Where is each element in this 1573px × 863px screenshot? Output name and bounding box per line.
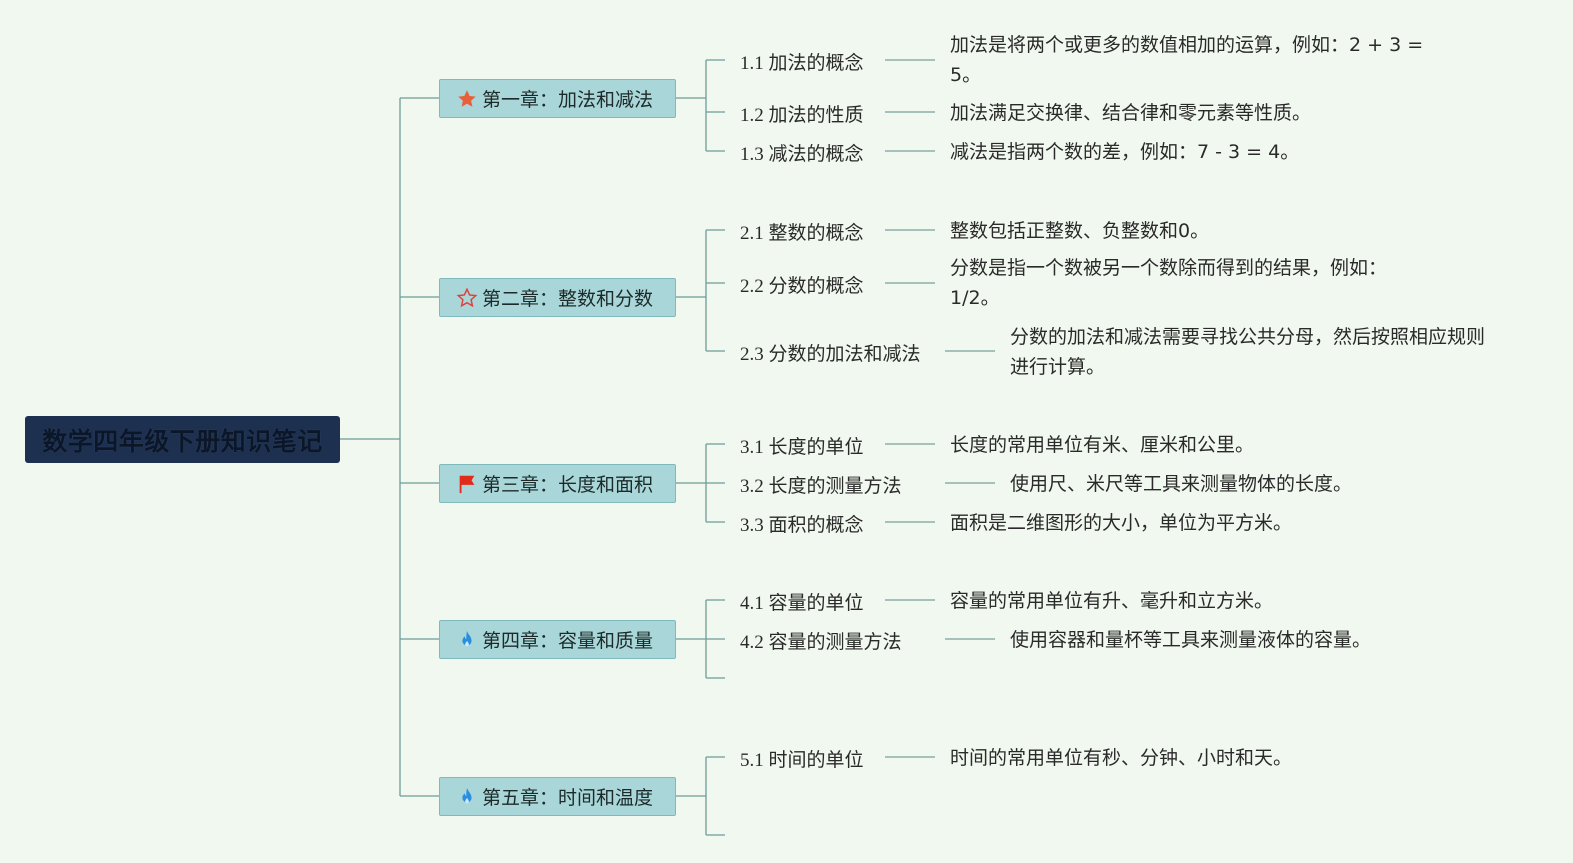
section-1-2[interactable]: 1.2 加法的性质	[740, 105, 864, 126]
chapter-title: 第三章：长度和面积	[482, 474, 654, 496]
section-description: 加法满足交换律、结合律和零元素等性质。	[950, 102, 1312, 124]
chapter-title: 第四章：容量和质量	[482, 630, 654, 652]
chapter-5[interactable]: 第五章：时间和温度	[439, 777, 676, 816]
root-title: 数学四年级下册知识笔记	[42, 426, 323, 456]
section-description: 使用尺、米尺等工具来测量物体的长度。	[1010, 473, 1353, 495]
section-1-3[interactable]: 1.3 减法的概念	[740, 144, 864, 165]
root-topic[interactable]: 数学四年级下册知识笔记	[25, 416, 340, 463]
section-2-1[interactable]: 2.1 整数的概念	[740, 223, 864, 244]
section-description: 分数是指一个数被另一个数除而得到的结果，例如：1/2。	[950, 257, 1388, 309]
section-description: 时间的常用单位有秒、分钟、小时和天。	[950, 747, 1293, 769]
chapter-title: 第一章：加法和减法	[482, 89, 654, 111]
section-5-1[interactable]: 5.1 时间的单位	[740, 750, 864, 771]
section-description: 加法是将两个或更多的数值相加的运算，例如：2 + 3 = 5。	[950, 34, 1424, 86]
section-description: 长度的常用单位有米、厘米和公里。	[950, 434, 1255, 456]
chapter-2[interactable]: 第二章：整数和分数	[439, 278, 676, 317]
star-outline-icon	[456, 287, 478, 309]
section-3-1[interactable]: 3.1 长度的单位	[740, 437, 864, 458]
section-3-3[interactable]: 3.3 面积的概念	[740, 515, 864, 536]
chapter-title: 第五章：时间和温度	[482, 787, 654, 809]
star-filled-icon	[456, 88, 478, 110]
flag-icon	[456, 473, 478, 495]
section-2-3[interactable]: 2.3 分数的加法和减法	[740, 344, 921, 365]
section-description: 整数包括正整数、负整数和0。	[950, 220, 1210, 242]
fire-icon	[456, 629, 478, 651]
section-description: 使用容器和量杯等工具来测量液体的容量。	[1010, 629, 1372, 651]
section-1-1[interactable]: 1.1 加法的概念	[740, 53, 864, 74]
section-description: 分数的加法和减法需要寻找公共分母，然后按照相应规则进行计算。	[1010, 326, 1486, 378]
chapter-title: 第二章：整数和分数	[482, 288, 654, 310]
section-description: 面积是二维图形的大小，单位为平方米。	[950, 512, 1293, 534]
section-4-1[interactable]: 4.1 容量的单位	[740, 593, 864, 614]
chapter-4[interactable]: 第四章：容量和质量	[439, 620, 676, 659]
section-4-2[interactable]: 4.2 容量的测量方法	[740, 632, 902, 653]
section-description: 减法是指两个数的差，例如：7 - 3 = 4。	[950, 141, 1300, 163]
fire-icon	[456, 786, 478, 808]
section-2-2[interactable]: 2.2 分数的概念	[740, 276, 864, 297]
section-description: 容量的常用单位有升、毫升和立方米。	[950, 590, 1274, 612]
chapter-1[interactable]: 第一章：加法和减法	[439, 79, 676, 118]
section-3-2[interactable]: 3.2 长度的测量方法	[740, 476, 902, 497]
chapter-3[interactable]: 第三章：长度和面积	[439, 464, 676, 503]
